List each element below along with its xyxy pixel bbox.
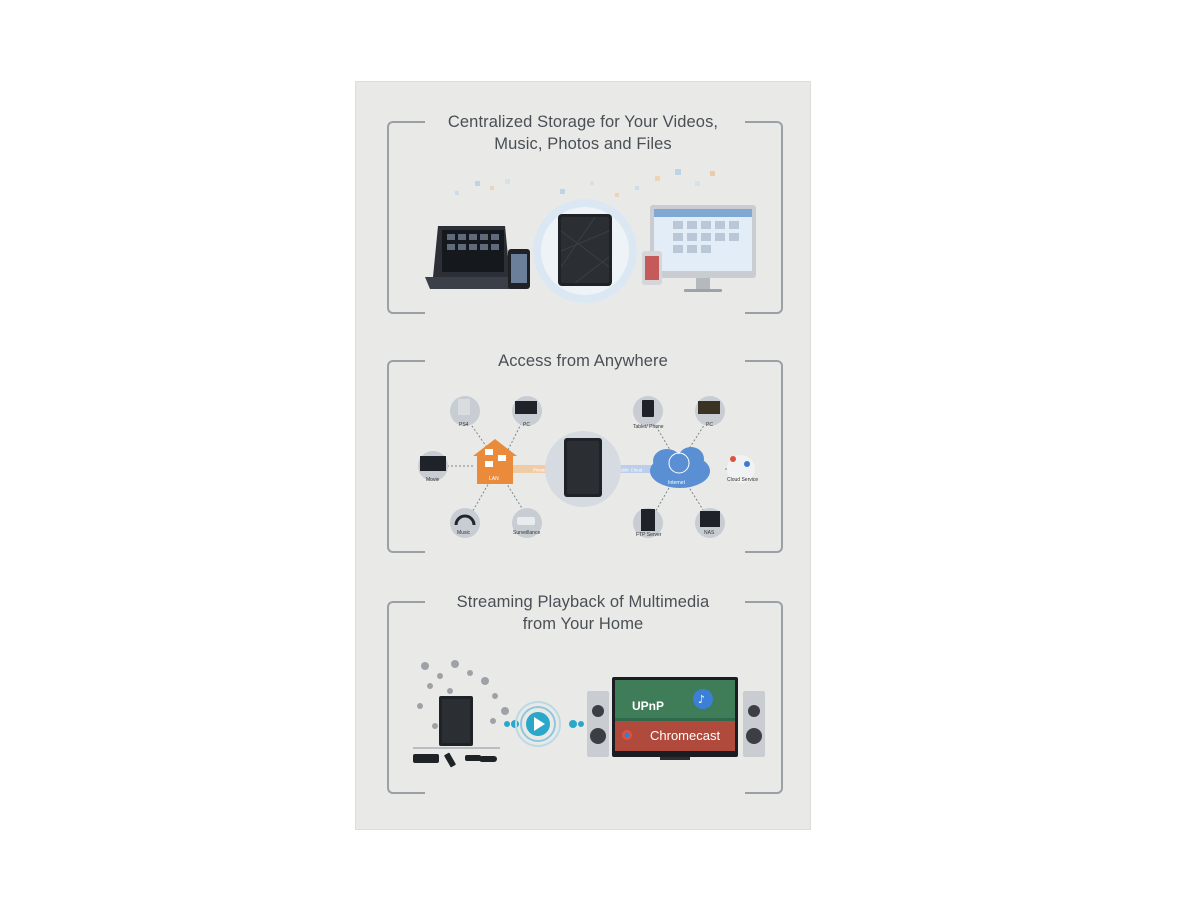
svg-text:FTP Server: FTP Server	[636, 532, 662, 538]
nas-device-icon	[564, 438, 602, 497]
streaming-illustration: ♪	[413, 660, 765, 768]
movie-node: Movie	[418, 451, 448, 483]
speaker-left-icon	[587, 691, 609, 757]
svg-text:Music: Music	[457, 530, 471, 536]
svg-text:Public Cloud: Public Cloud	[617, 468, 643, 473]
svg-text:NAS: NAS	[704, 530, 715, 536]
svg-text:PC: PC	[523, 422, 530, 428]
music-note-icon: ♪	[698, 693, 705, 706]
speaker-right-icon	[743, 691, 765, 757]
ftp-server-node: FTP Server	[633, 508, 663, 538]
tablet-phone-node: Tablet/ Phone	[633, 396, 664, 430]
nas-node: NAS	[695, 508, 725, 538]
svg-text:PC: PC	[706, 422, 713, 428]
laptop-icon	[425, 226, 520, 289]
section-title-streaming: Streaming Playback of Multimedia from Yo…	[456, 593, 710, 633]
pc-left-node: PC	[512, 396, 542, 428]
nas-device-icon	[439, 696, 473, 746]
storage-illustration	[425, 169, 756, 303]
pc-right-node: PC	[695, 396, 725, 428]
section-frame-access	[387, 360, 783, 554]
tv-screen: ♪	[612, 677, 738, 760]
section-title-storage: Centralized Storage for Your Videos, Mus…	[447, 113, 719, 153]
lan-house-icon: LAN	[473, 439, 517, 484]
music-node: Music	[450, 508, 480, 538]
cloud-service-node: Cloud Service	[727, 455, 758, 483]
chromecast-label: Chromecast	[650, 728, 721, 743]
nas-device-icon	[558, 214, 612, 286]
svg-text:Internet: Internet	[668, 480, 686, 486]
svg-text:PS4: PS4	[459, 422, 469, 428]
access-network-diagram: Private Cloud Public Cloud LAN Internet …	[418, 396, 758, 538]
smartphone-icon	[642, 251, 662, 285]
svg-text:Tablet/ Phone: Tablet/ Phone	[633, 424, 664, 430]
surveillance-node: Surveillance	[512, 508, 542, 538]
section-frame-storage	[387, 121, 783, 315]
internet-cloud-icon: Internet	[650, 447, 710, 488]
smartphone-icon	[508, 249, 530, 289]
svg-text:Surveillance: Surveillance	[513, 530, 540, 536]
section-frame-streaming	[387, 601, 783, 795]
product-box-panel: Centralized Storage for Your Videos, Mus…	[355, 81, 811, 830]
upnp-label: UPnP	[632, 699, 665, 713]
ps4-node: PS4	[450, 396, 480, 428]
svg-text:Movie: Movie	[426, 477, 440, 483]
desktop-monitor-icon	[650, 205, 756, 292]
svg-text:Cloud Service: Cloud Service	[727, 477, 758, 483]
svg-text:LAN: LAN	[489, 476, 499, 482]
section-title-access: Access from Anywhere	[498, 352, 668, 370]
media-devices-icon	[413, 752, 497, 768]
